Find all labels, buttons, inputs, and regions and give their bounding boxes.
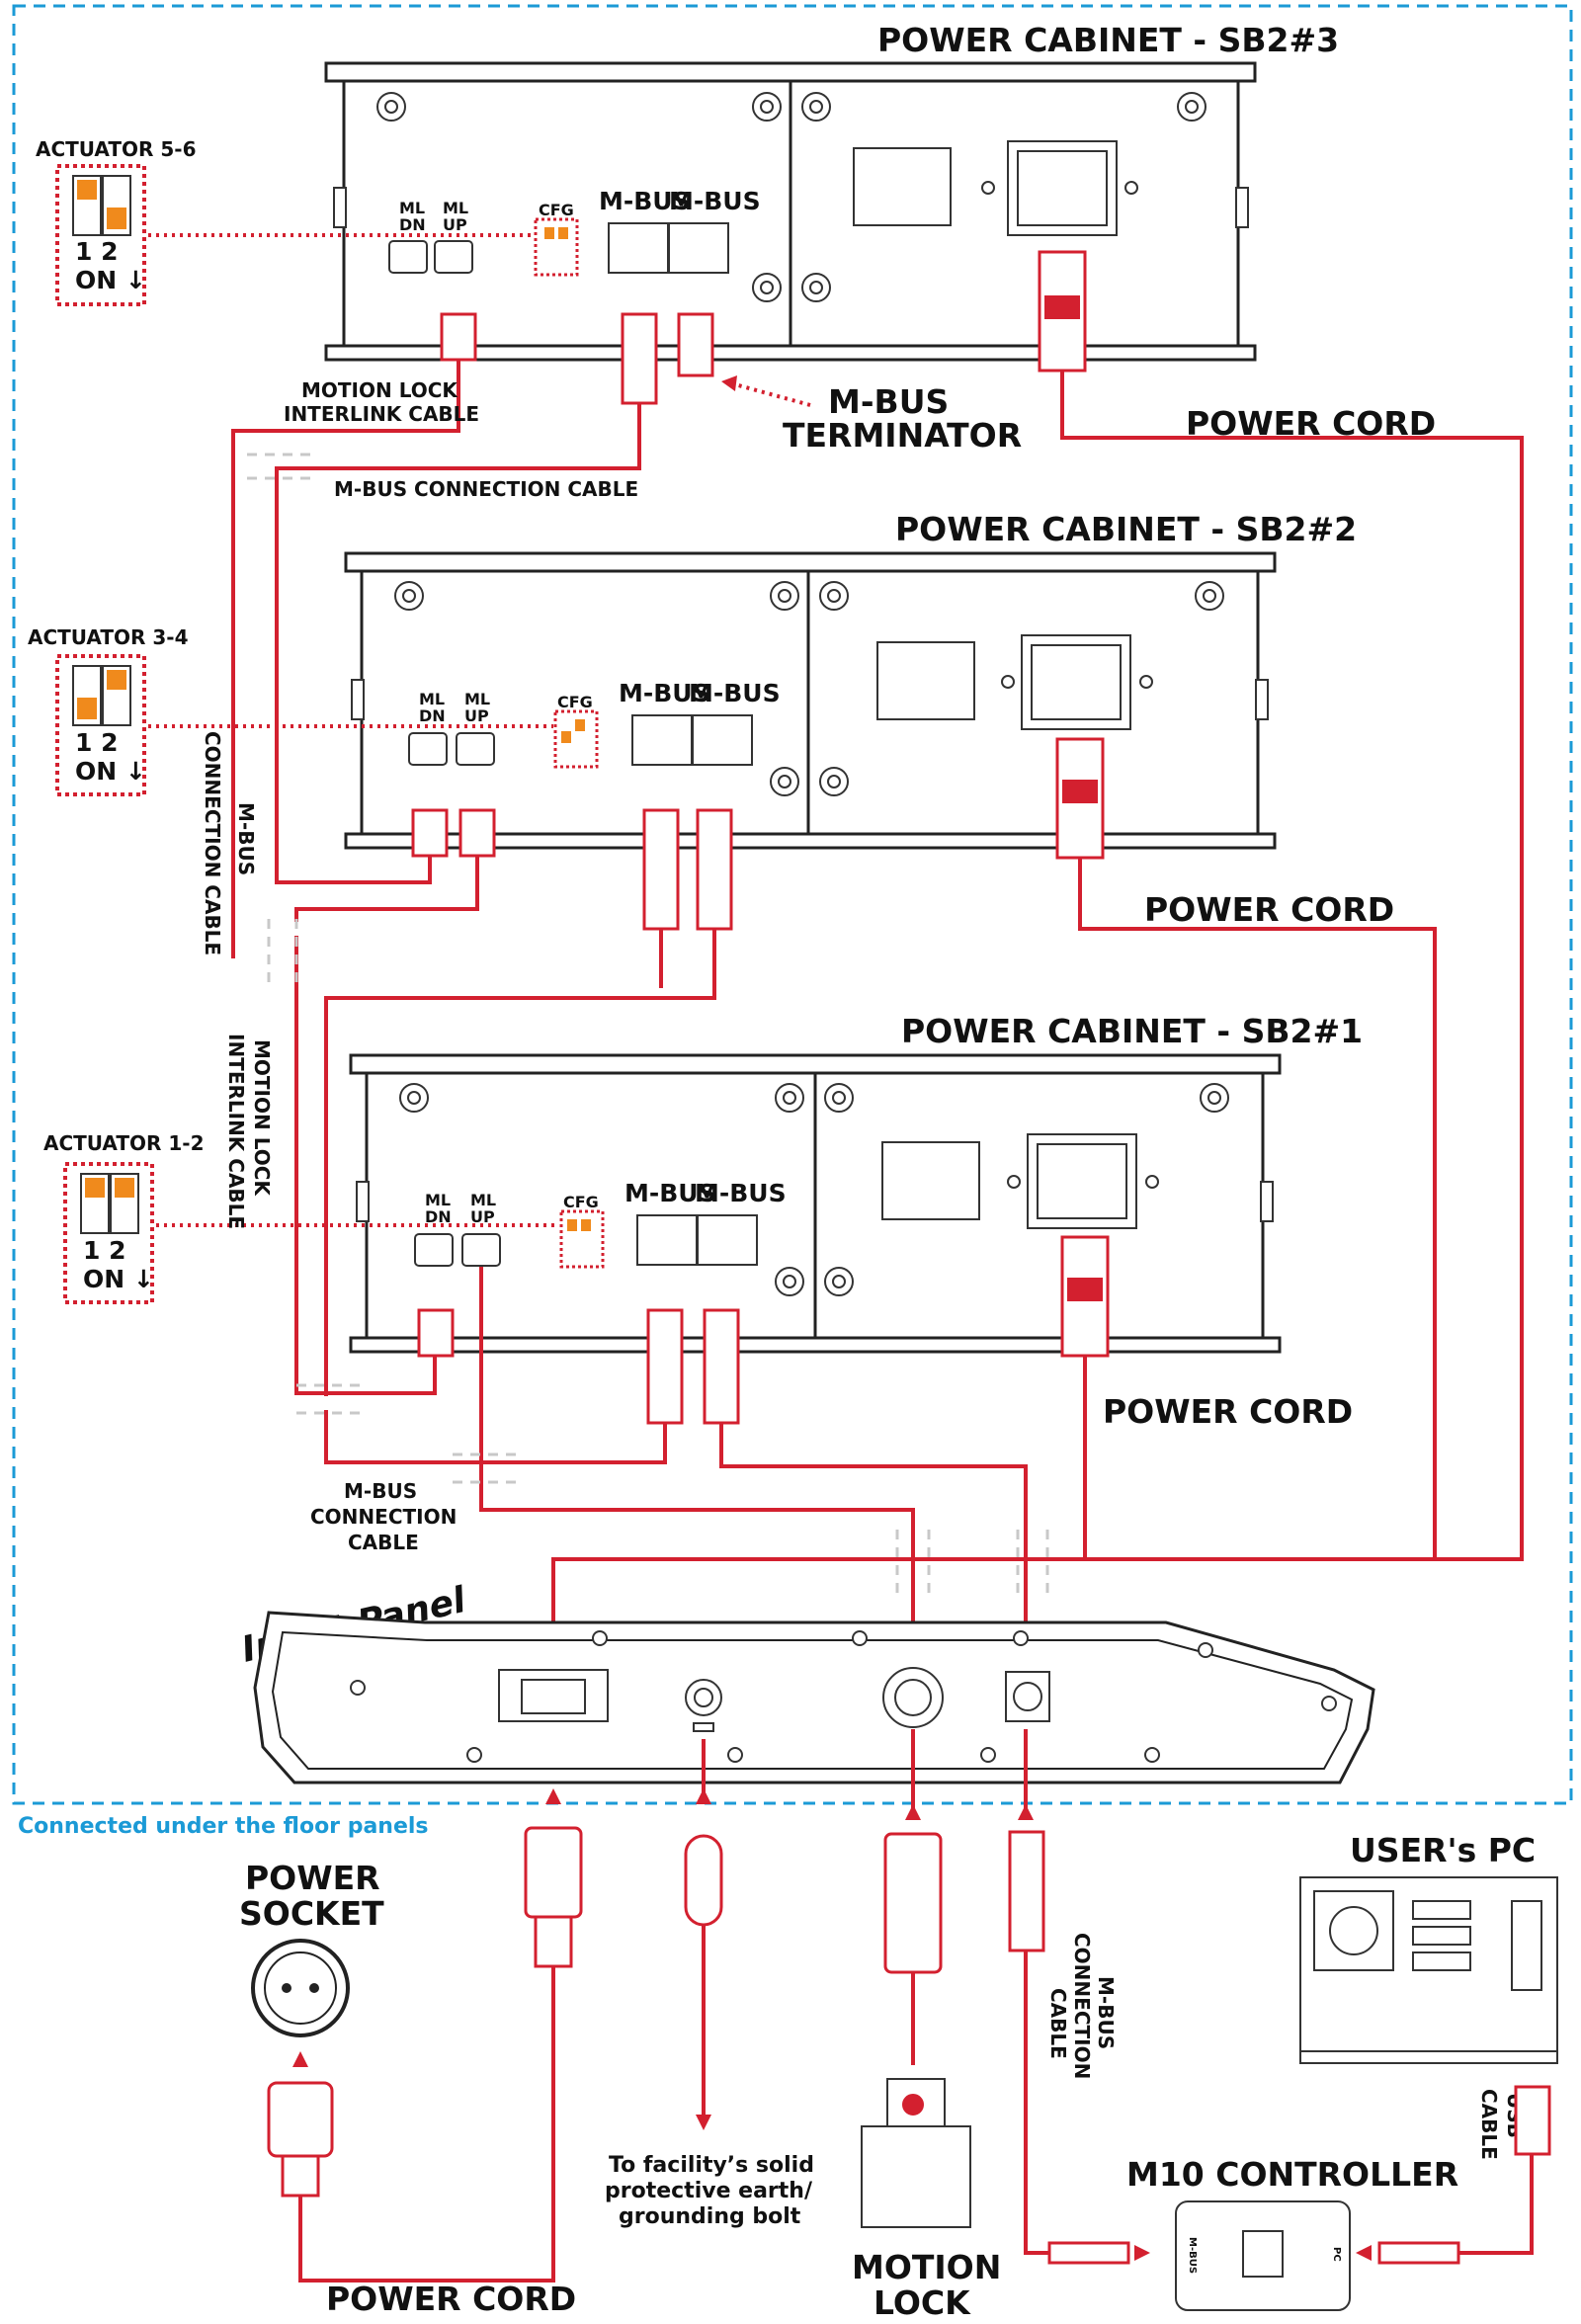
svg-text:POWER CORD: POWER CORD — [1144, 890, 1394, 929]
svg-text:ON ↓: ON ↓ — [83, 1265, 154, 1293]
iec-plug — [524, 1826, 583, 1919]
svg-text:CONNECTION: CONNECTION — [1070, 1933, 1094, 2079]
svg-text:POWER CORD: POWER CORD — [326, 2280, 576, 2318]
motion-lock-device — [861, 2125, 971, 2228]
svg-text:CONNECTION CABLE: CONNECTION CABLE — [201, 731, 224, 955]
input-panel-body — [253, 1611, 1375, 1784]
power-cabinet-sb2-2: POWER CABINET - SB2#2 ML DN ML UP CFG M-… — [344, 510, 1357, 931]
svg-text:grounding bolt: grounding bolt — [619, 2204, 801, 2229]
svg-text:M10 CONTROLLER: M10 CONTROLLER — [1126, 2155, 1458, 2194]
floor-note: Connected under the floor panels — [18, 1814, 429, 1839]
svg-text:M-BUS: M-BUS — [695, 1179, 787, 1207]
ground-lug — [684, 1834, 723, 1927]
svg-text:POWER: POWER — [245, 1859, 380, 1897]
actuator-label: ACTUATOR 5-6 — [36, 137, 197, 161]
svg-text:M-BUS: M-BUS — [689, 679, 781, 707]
svg-text:M-BUS: M-BUS — [828, 382, 949, 421]
svg-text:1 2: 1 2 — [75, 728, 119, 757]
svg-text:ML: ML — [443, 199, 468, 217]
svg-text:INTERLINK CABLE: INTERLINK CABLE — [284, 402, 479, 426]
under-floor-boundary — [12, 4, 1573, 1805]
svg-text:DN: DN — [399, 215, 426, 234]
svg-text:UP: UP — [470, 1207, 495, 1226]
cabinet-title: POWER CABINET - SB2#3 — [877, 21, 1339, 59]
svg-text:LOCK: LOCK — [874, 2283, 971, 2322]
svg-text:CFG: CFG — [563, 1193, 599, 1211]
svg-text:USER's PC: USER's PC — [1350, 1831, 1536, 1869]
svg-text:M-BUS CONNECTION CABLE: M-BUS CONNECTION CABLE — [334, 477, 638, 501]
svg-text:DN: DN — [419, 706, 446, 725]
cable-labels: MOTION LOCK INTERLINK CABLE M-BUS CONNEC… — [201, 378, 1527, 2160]
svg-text:To facility’s solid: To facility’s solid — [609, 2153, 814, 2178]
cabinet-title: POWER CABINET - SB2#1 — [901, 1012, 1363, 1050]
svg-text:M-BUS: M-BUS — [619, 679, 710, 707]
mbus-plug — [1008, 1830, 1045, 1952]
svg-text:M-BUS: M-BUS — [1094, 1976, 1118, 2049]
usb-plug — [1514, 2085, 1551, 2156]
svg-text:M-BUS: M-BUS — [624, 1179, 716, 1207]
actuator-label: ACTUATOR 1-2 — [43, 1131, 205, 1155]
svg-text:M-BUS: M-BUS — [1187, 2237, 1198, 2274]
svg-text:POWER CORD: POWER CORD — [1186, 404, 1436, 443]
svg-text:UP: UP — [464, 706, 489, 725]
svg-text:M-BUS: M-BUS — [669, 187, 761, 215]
svg-text:CABLE: CABLE — [348, 1531, 419, 1554]
svg-text:ON ↓: ON ↓ — [75, 266, 146, 294]
svg-text:DN: DN — [425, 1207, 452, 1226]
svg-text:POWER CORD: POWER CORD — [1103, 1392, 1353, 1431]
svg-text:ML: ML — [470, 1191, 496, 1209]
svg-text:CABLE: CABLE — [1477, 2089, 1501, 2160]
motion-lock-connector — [883, 1832, 943, 1974]
svg-text:CABLE: CABLE — [1046, 1988, 1070, 2059]
svg-text:CONNECTION: CONNECTION — [310, 1505, 457, 1529]
svg-text:INTERLINK CABLE: INTERLINK CABLE — [224, 1034, 248, 1229]
svg-text:SOCKET: SOCKET — [239, 1894, 384, 1933]
below-floor: POWER SOCKET POWER CORD To facility’s so… — [239, 1729, 1558, 2322]
power-cabinet-sb2-1: POWER CABINET - SB2#1 ML DN ML UP CFG M-… — [349, 1012, 1363, 1425]
cable-routing — [231, 360, 1049, 1670]
svg-text:1 2: 1 2 — [75, 237, 119, 266]
svg-text:ML: ML — [425, 1191, 451, 1209]
cabinet-title: POWER CABINET - SB2#2 — [895, 510, 1357, 548]
svg-text:1 2: 1 2 — [83, 1236, 126, 1265]
input-panel: Input Panel — [238, 1580, 1375, 1784]
power-cabinet-sb2-3: POWER CABINET - SB2#3 ML DN ML UP CFG M-… — [324, 21, 1339, 405]
schuko-plug — [267, 2081, 334, 2158]
svg-text:ML: ML — [399, 199, 425, 217]
svg-text:MOTION LOCK: MOTION LOCK — [250, 1039, 274, 1197]
svg-text:PC: PC — [1331, 2247, 1342, 2262]
svg-text:UP: UP — [443, 215, 467, 234]
svg-text:CFG: CFG — [557, 693, 593, 711]
svg-text:protective earth/: protective earth/ — [605, 2179, 813, 2203]
svg-text:MOTION LOCK: MOTION LOCK — [301, 378, 458, 402]
svg-text:M-BUS: M-BUS — [599, 187, 691, 215]
actuator-label: ACTUATOR 3-4 — [28, 625, 189, 649]
svg-text:M-BUS: M-BUS — [234, 802, 258, 875]
actuator-switches: ACTUATOR 5-6 1 2 ON ↓ ACTUATOR 3-4 1 2 O… — [28, 137, 559, 1304]
svg-text:TERMINATOR: TERMINATOR — [783, 416, 1022, 455]
svg-text:MOTION: MOTION — [852, 2248, 1001, 2286]
svg-text:CFG: CFG — [539, 201, 574, 219]
svg-text:M-BUS: M-BUS — [344, 1479, 417, 1503]
svg-text:ON ↓: ON ↓ — [75, 757, 146, 786]
svg-text:ML: ML — [464, 690, 490, 708]
svg-text:ML: ML — [419, 690, 445, 708]
